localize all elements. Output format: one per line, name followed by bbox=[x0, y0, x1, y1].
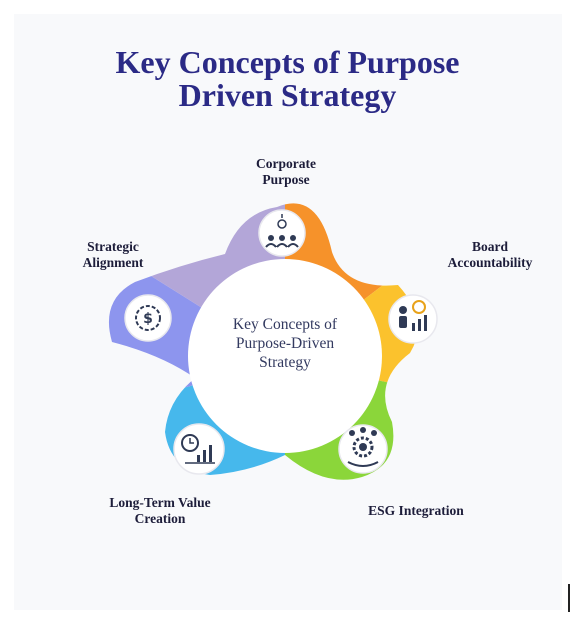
concept-line-1: Strategic bbox=[87, 239, 139, 254]
concept-line-2: Creation bbox=[134, 511, 186, 526]
center-circle bbox=[188, 259, 382, 453]
page-title: Key Concepts of Purpose Driven Strategy bbox=[0, 46, 575, 112]
concept-line-1: Corporate bbox=[256, 156, 316, 171]
concept-label-strategic-alignment: Strategic Alignment bbox=[48, 239, 178, 271]
center-label: Key Concepts of Purpose-Driven Strategy bbox=[185, 315, 385, 372]
presenter-chart-icon bbox=[388, 294, 438, 344]
gear-people-icon bbox=[338, 424, 388, 474]
center-line-3: Strategy bbox=[259, 354, 311, 371]
center-line-1: Key Concepts of bbox=[232, 316, 338, 333]
concept-line-2: Purpose bbox=[262, 172, 310, 187]
concept-line-1: Long-Term Value bbox=[109, 495, 211, 510]
concept-line-2: Accountability bbox=[447, 255, 533, 270]
team-network-icon bbox=[258, 209, 306, 257]
title-line-2: Driven Strategy bbox=[178, 77, 397, 113]
concept-label-esg-integration: ESG Integration bbox=[336, 503, 496, 519]
clock-growth-icon bbox=[173, 423, 225, 475]
title-line-1: Key Concepts of Purpose bbox=[115, 44, 460, 80]
concept-line-1: Board bbox=[471, 239, 508, 254]
edge-divider bbox=[568, 584, 570, 612]
center-line-2: Purpose-Driven bbox=[235, 335, 335, 352]
concept-label-long-term-value: Long-Term Value Creation bbox=[60, 495, 260, 527]
concept-line-1: ESG Integration bbox=[368, 503, 464, 518]
dollar-target-icon: $ bbox=[124, 294, 172, 342]
concept-line-2: Alignment bbox=[82, 255, 144, 270]
svg-text:$: $ bbox=[143, 311, 153, 327]
concept-label-corporate-purpose: Corporate Purpose bbox=[216, 156, 356, 188]
concept-label-board-accountability: Board Accountability bbox=[410, 239, 570, 271]
